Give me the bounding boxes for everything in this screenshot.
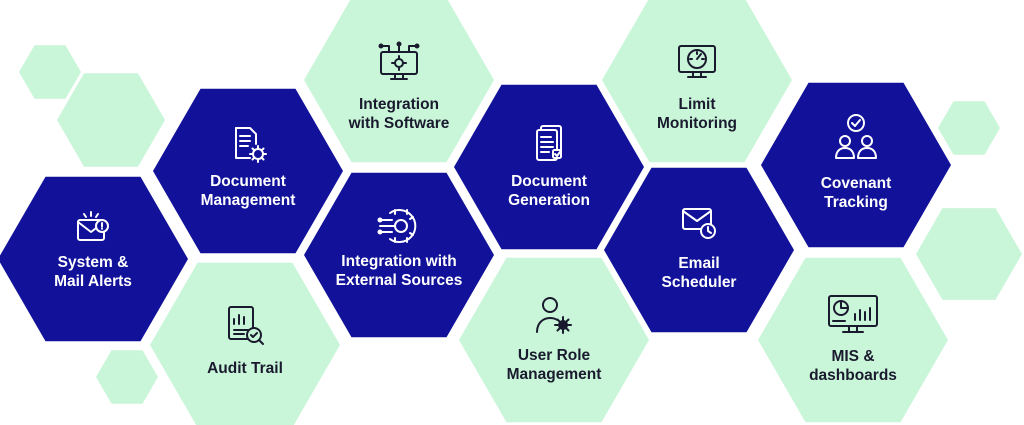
hex-user-role-management — [459, 257, 649, 423]
gear-circuit-icon — [377, 209, 417, 243]
decor-hex-small — [938, 101, 1000, 155]
speedometer-monitor-icon — [678, 45, 716, 78]
label-mis-dashboards: MIS & dashboards — [809, 348, 897, 384]
decor-hex-small — [19, 45, 81, 99]
users-check-icon — [835, 114, 877, 159]
user-gear-icon — [536, 297, 572, 334]
document-stack-icon — [536, 125, 562, 161]
document-gear-icon — [235, 127, 267, 163]
hex-covenant-tracking — [761, 82, 951, 248]
label-integration-with-software: Integration with Software — [348, 96, 450, 132]
hex-document-management — [153, 88, 343, 254]
hex-document-generation — [454, 84, 644, 250]
label-document-generation: Document Generation — [508, 173, 590, 209]
label-covenant-tracking: Covenant Tracking — [820, 175, 892, 211]
label-audit-trail: Audit Trail — [207, 360, 283, 377]
label-system-mail-alerts: System & Mail Alerts — [54, 254, 132, 290]
label-document-management: Document Management — [200, 173, 296, 209]
mail-alert-icon — [77, 211, 109, 241]
label-user-role-management: User Role Management — [506, 347, 602, 383]
hex-mis-dashboards — [758, 257, 948, 423]
mail-clock-icon — [682, 208, 716, 239]
dashboard-monitor-icon — [828, 295, 878, 333]
label-email-scheduler: Email Scheduler — [661, 255, 737, 291]
decor-hex-small — [96, 350, 158, 404]
decor-hex-small — [916, 208, 1022, 300]
hex-system-mail-alerts — [0, 176, 188, 342]
decor-hex-small — [57, 73, 165, 167]
hex-integration-external-sources — [304, 172, 494, 338]
label-limit-monitoring: Limit Monitoring — [656, 96, 738, 132]
hex-integration-with-software — [304, 0, 494, 163]
hex-audit-trail — [150, 262, 340, 425]
monitor-gear-icon — [378, 41, 420, 80]
hex-email-scheduler — [604, 167, 794, 333]
audit-report-icon — [228, 306, 264, 345]
label-integration-external-sources: Integration with External Sources — [335, 253, 463, 289]
hex-limit-monitoring — [602, 0, 792, 163]
